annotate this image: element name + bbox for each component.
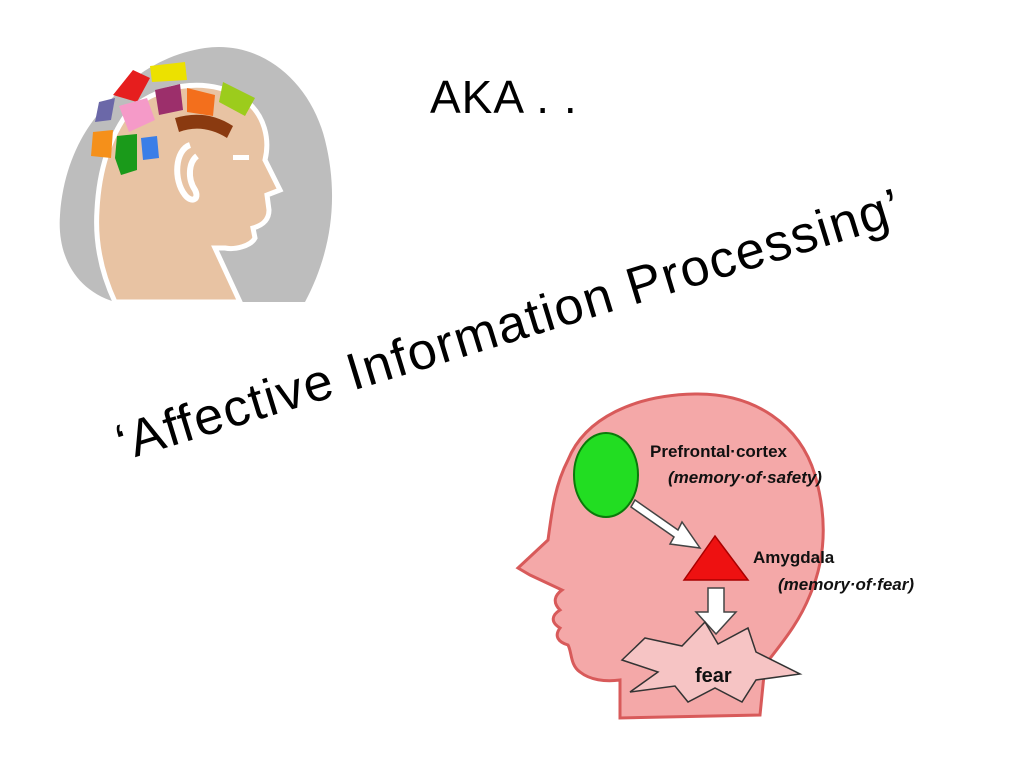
fear-diagram: Prefrontal·cortex (memory·of·safety) Amy…	[515, 392, 914, 720]
patch-orange	[187, 88, 215, 116]
patch-red	[113, 70, 150, 102]
prefrontal-cortex-shape	[573, 432, 639, 518]
patch-purple	[95, 98, 115, 122]
prefrontal-cortex-label: Prefrontal·cortex	[650, 442, 788, 461]
colorful-head-illustration	[59, 46, 333, 305]
patch-yellow	[150, 62, 187, 82]
fear-label: fear	[695, 665, 732, 687]
amygdala-sublabel: (memory·of·fear)	[778, 575, 914, 594]
prefrontal-cortex-sublabel: (memory·of·safety)	[668, 468, 822, 487]
amygdala-label: Amygdala	[753, 548, 835, 567]
patch-magenta	[155, 84, 183, 115]
patch-lime	[219, 82, 255, 116]
arrow-to-amygdala	[630, 498, 702, 549]
amygdala-shape	[682, 534, 750, 581]
patch-pink	[119, 98, 155, 132]
patch-orange-left	[91, 130, 113, 158]
ear-shape	[174, 142, 200, 203]
eye-mark	[233, 155, 249, 160]
patch-blue	[141, 136, 159, 160]
patch-brown	[175, 114, 233, 138]
fear-burst-shape	[620, 620, 803, 703]
aka-text: AKA . .	[430, 71, 578, 123]
patch-green	[115, 134, 137, 175]
